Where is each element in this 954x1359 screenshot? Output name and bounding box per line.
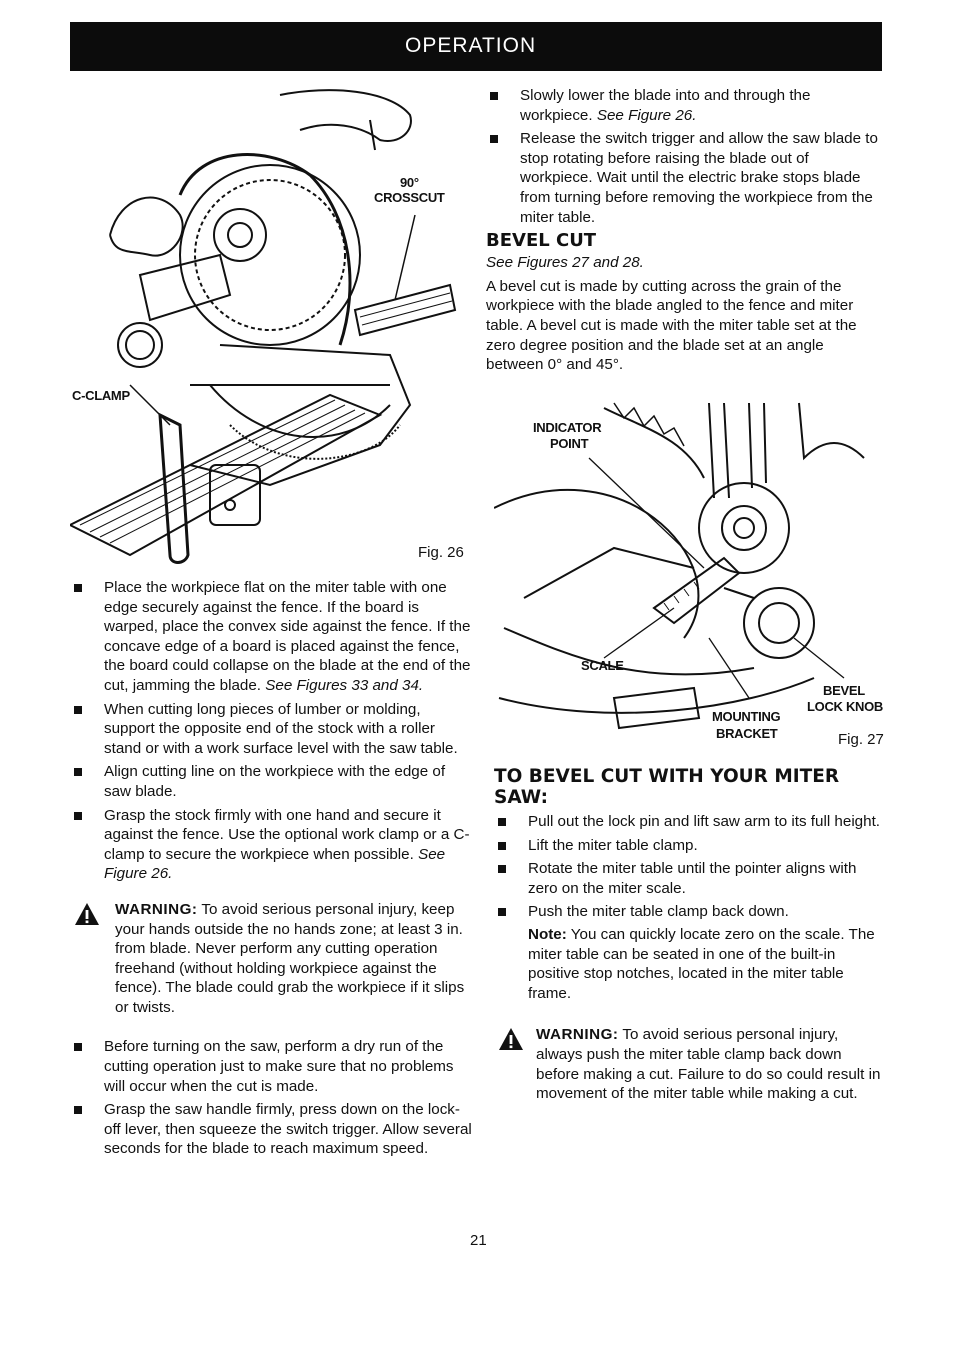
figure-27-caption: Fig. 27: [838, 731, 884, 748]
warning-triangle-icon: [75, 902, 99, 925]
warning-block: WARNING: To avoid serious personal injur…: [70, 900, 474, 1018]
note-text: You can quickly locate zero on the scale…: [528, 925, 875, 1002]
list-item: Before turning on the saw, perform a dry…: [70, 1037, 474, 1096]
bevel-cut-reference: See Figures 27 and 28.: [486, 254, 644, 272]
list-item-text: Lift the miter table clamp.: [528, 836, 698, 854]
callout-indicator-point: POINT: [550, 436, 589, 451]
callout-scale: SCALE: [581, 658, 624, 673]
list-item: Push the miter table clamp back down.: [494, 902, 888, 922]
callout-crosscut-angle: 90°: [400, 175, 419, 190]
warning-text: To avoid serious personal injury, always…: [536, 1026, 881, 1103]
list-item: Pull out the lock pin and lift saw arm t…: [494, 812, 888, 832]
bevel-cut-heading: BEVEL CUT: [486, 230, 597, 252]
figure-26-caption: Fig. 26: [418, 544, 464, 561]
list-item-text: Align cutting line on the workpiece with…: [104, 763, 446, 800]
list-item-text: Place the workpiece flat on the miter ta…: [104, 579, 471, 694]
callout-lock-knob: LOCK KNOB: [807, 699, 884, 714]
note-block: Note: You can quickly locate zero on the…: [494, 925, 888, 1003]
list-item: Align cutting line on the workpiece with…: [70, 762, 474, 801]
section-title: OPERATION: [405, 34, 537, 57]
figure-reference: See Figure 26.: [104, 845, 446, 883]
note-label: Note:: [528, 925, 567, 943]
figure-reference: See Figure 26.: [596, 106, 697, 124]
callout-indicator: INDICATOR: [533, 420, 602, 435]
list-item-text: Slowly lower the blade into and through …: [520, 87, 811, 124]
list-item-text: Grasp the stock firmly with one hand and…: [104, 806, 470, 863]
left-column: Place the workpiece flat on the miter ta…: [70, 578, 474, 1163]
warning-label: WARNING:: [536, 1026, 619, 1044]
list-item: Slowly lower the blade into and through …: [486, 86, 884, 125]
warning-text: To avoid serious personal injury, keep y…: [115, 900, 465, 1016]
warning-block: WARNING: To avoid serious personal injur…: [494, 1025, 888, 1103]
figure-reference: See Figures 33 and 34.: [265, 676, 424, 694]
list-item: When cutting long pieces of lumber or mo…: [70, 700, 474, 759]
list-item: Rotate the miter table until the pointer…: [494, 859, 888, 898]
warning-label: WARNING:: [115, 900, 198, 918]
to-bevel-cut-heading: TO BEVEL CUT WITH YOUR MITER SAW:: [494, 766, 840, 808]
list-item-text: Before turning on the saw, perform a dry…: [104, 1038, 454, 1095]
right-column-bottom: TO BEVEL CUT WITH YOUR MITER SAW: Pull o…: [494, 766, 888, 1104]
figure-26-illustration: [70, 85, 470, 565]
callout-mounting: MOUNTING: [712, 709, 781, 724]
list-item-text: When cutting long pieces of lumber or mo…: [104, 700, 458, 757]
list-item: Grasp the stock firmly with one hand and…: [70, 806, 474, 884]
list-item: Release the switch trigger and allow the…: [486, 129, 884, 227]
list-item-text: Grasp the saw handle firmly, press down …: [104, 1101, 472, 1158]
list-item-text: Rotate the miter table until the pointer…: [528, 860, 857, 897]
list-item-text: Push the miter table clamp back down.: [528, 903, 789, 921]
callout-c-clamp: C-CLAMP: [72, 388, 130, 403]
list-item-text: Release the switch trigger and allow the…: [520, 130, 878, 226]
page-number: 21: [470, 1232, 487, 1249]
bevel-cut-paragraph: A bevel cut is made by cutting across th…: [486, 277, 857, 374]
list-item: Place the workpiece flat on the miter ta…: [70, 578, 474, 696]
list-item-text: Pull out the lock pin and lift saw arm t…: [528, 813, 881, 830]
callout-crosscut: CROSSCUT: [374, 190, 445, 205]
list-item: Grasp the saw handle firmly, press down …: [70, 1100, 474, 1159]
figure-27-illustration: [494, 398, 889, 748]
warning-triangle-icon: [499, 1028, 523, 1051]
right-column-top: Slowly lower the blade into and through …: [486, 86, 884, 375]
list-item: Lift the miter table clamp.: [494, 836, 888, 856]
callout-bevel: BEVEL: [823, 683, 865, 698]
callout-bracket: BRACKET: [716, 726, 778, 741]
section-header: OPERATION: [70, 22, 882, 71]
